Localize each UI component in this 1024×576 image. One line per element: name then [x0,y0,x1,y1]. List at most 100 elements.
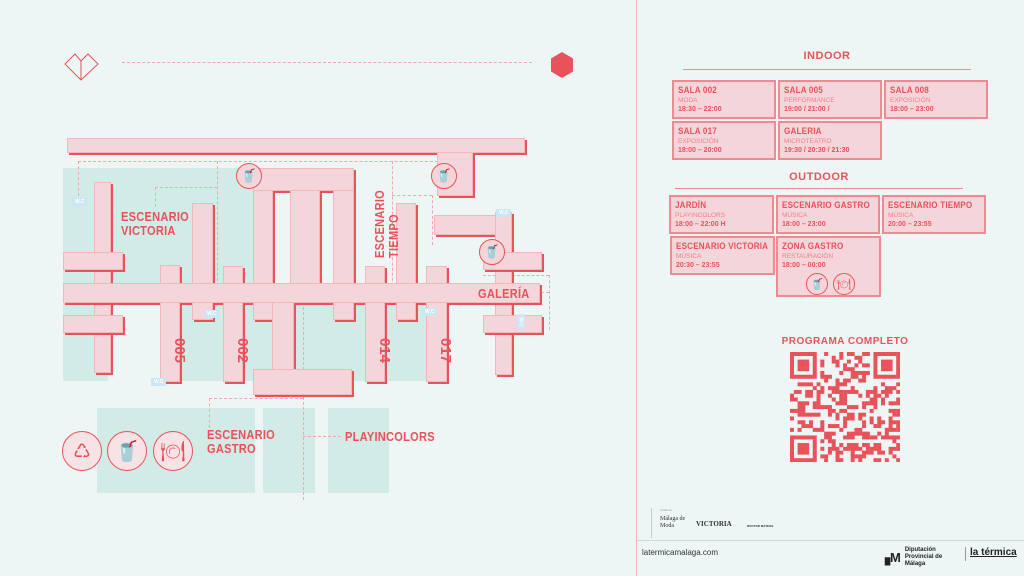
qr-module [805,446,810,451]
qr-code[interactable] [790,352,900,462]
qr-module [862,454,867,459]
qr-module [801,420,806,425]
card-type: MÚSICA [782,212,808,219]
qr-module [892,408,897,413]
qr-module [850,454,855,459]
qr-module [808,393,813,398]
qr-module [850,370,855,375]
qr-module [820,427,825,432]
qr-module [843,367,848,372]
qr-module [827,408,832,413]
qr-module [846,367,851,372]
qr-module [801,359,806,364]
qr-module [812,405,817,410]
qr-module [820,370,825,375]
qr-module [808,458,813,462]
qr-module [846,412,851,417]
qr-module [797,352,802,356]
qr-module [820,454,825,459]
qr-module [797,382,802,387]
qr-module [843,389,848,394]
qr-module [816,427,821,432]
qr-module [820,386,825,391]
qr-module [881,382,886,387]
qr-module [858,359,863,364]
qr-module [831,443,836,448]
qr-module [888,446,893,451]
qr-module [835,424,840,429]
qr-module [892,446,897,451]
qr-module [877,424,882,429]
qr-module [843,382,848,387]
qr-module [835,446,840,451]
card-type: MICROTEATRO [784,138,832,145]
qr-module [896,458,900,462]
qr-module [888,424,893,429]
label-line: ESCENARIO [207,427,275,442]
qr-module [896,374,900,379]
qr-module [865,393,870,398]
qr-module [865,446,870,451]
diputacion-text: Diputación Provincial de Málaga [904,547,943,567]
qr-module [869,420,874,425]
qr-module [896,359,900,364]
hexagon-icon [550,51,574,84]
card-type: MÚSICA [888,212,914,219]
qr-module [827,450,832,455]
qr-module [831,408,836,413]
qr-module [846,416,851,421]
qr-module [827,374,832,379]
card-title: SALA 005 [784,85,823,95]
qr-module [812,443,817,448]
sponsors: colabora Málaga de Moda VICTORIA DOCTOR … [651,508,801,538]
qr-module [816,393,821,398]
qr-module [881,367,886,372]
food-icon: 🍽 [833,273,855,295]
qr-module [877,446,882,451]
qr-module [812,439,817,444]
qr-module [820,389,825,394]
qr-module [869,416,874,421]
footer-url[interactable]: latermicamalaga.com [642,548,719,557]
qr-module [850,435,855,440]
qr-module [839,397,844,402]
qr-module [797,374,802,379]
program-heading: PROGRAMA COMPLETO [781,336,909,347]
card-hours: 18:00 – 00:00 [782,262,826,269]
qr-module [888,401,893,406]
qr-module [812,367,817,372]
qr-module [850,450,855,455]
qr-module [839,393,844,398]
qr-module [865,363,870,368]
qr-module [835,382,840,387]
qr-module [873,405,878,410]
card-hours: 19:30 / 20:30 / 21:30 [784,147,850,154]
qr-module [824,378,829,383]
qr-module [862,378,867,383]
card-type: MODA [678,97,698,104]
qr-module [888,427,893,432]
qr-module [831,439,836,444]
qr-module [884,458,889,462]
card-title: SALA 008 [890,85,929,95]
qr-module [790,454,794,459]
qr-module [797,401,802,406]
qr-module [790,374,794,379]
qr-module [812,363,817,368]
qr-module [812,454,817,459]
qr-module [896,401,900,406]
qr-module [827,405,832,410]
room-005: 005 [171,338,188,364]
qr-module [827,424,832,429]
card-title: SALA 002 [678,85,717,95]
qr-module [892,412,897,417]
qr-module [808,382,813,387]
qr-module [850,431,855,436]
qr-module [881,401,886,406]
qr-module [831,424,836,429]
